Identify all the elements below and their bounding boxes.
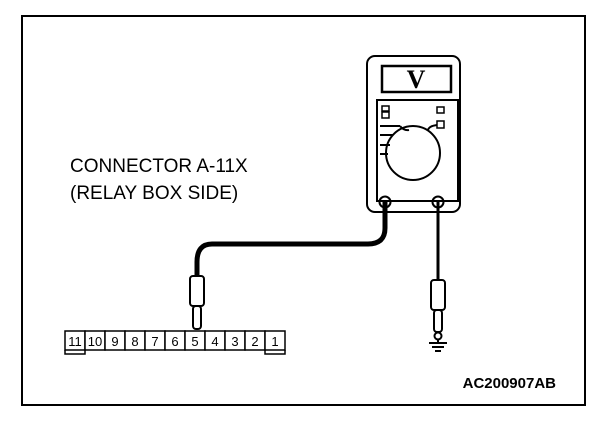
multimeter: V	[366, 55, 461, 213]
figure-frame	[21, 15, 586, 406]
connector-pin-label: 3	[231, 334, 238, 349]
connector-pin-1	[264, 330, 286, 351]
connector-pin-label: 2	[251, 334, 258, 349]
connector-pin-label: 1	[271, 334, 278, 349]
ground-icon	[429, 331, 447, 352]
connector-lock-tab	[264, 350, 286, 355]
connector-pin-label: 9	[111, 334, 118, 349]
test-leads	[189, 202, 447, 352]
connector-pin-label: 4	[211, 334, 218, 349]
connector-pin-label: 8	[131, 334, 138, 349]
connector-pin-label: 6	[171, 334, 178, 349]
meter-mode-text: V	[407, 65, 426, 94]
probe-right	[430, 279, 446, 311]
connector-pin-label: 5	[191, 334, 198, 349]
connector-pin-label: 11	[68, 334, 82, 349]
connector-lock-tab	[64, 350, 86, 355]
connector-label-line2: (RELAY BOX SIDE)	[70, 183, 239, 204]
probe-left	[189, 275, 205, 307]
connector-pin-label: 7	[151, 334, 158, 349]
connector-pin-label: 10	[88, 334, 102, 349]
figure-code: AC200907AB	[462, 375, 556, 392]
connector-label-line1: CONNECTOR A-11X	[70, 156, 248, 177]
